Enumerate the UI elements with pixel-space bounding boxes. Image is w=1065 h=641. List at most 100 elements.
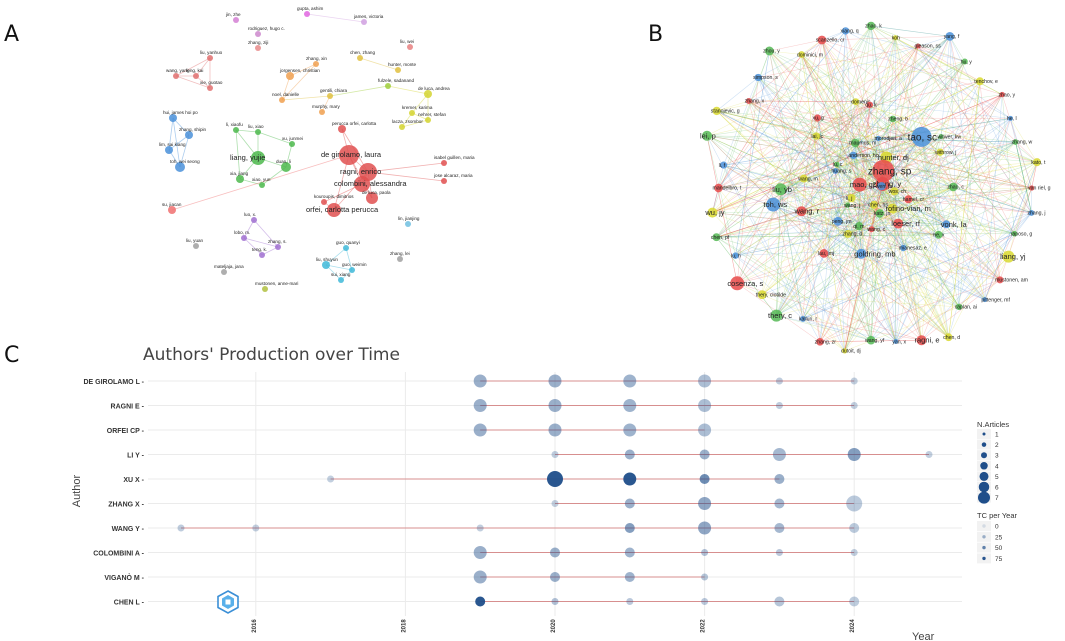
network-b-edge (837, 199, 909, 222)
network-b-edge (712, 212, 939, 236)
x-tick-label: 2016 (252, 619, 258, 633)
network-b-edge (706, 135, 738, 284)
network-b-edge (847, 205, 862, 254)
network-b-label: yan, x (892, 339, 906, 345)
network-b-edge (948, 81, 981, 338)
network-b-node (1002, 250, 1015, 263)
network-a-edge (359, 57, 399, 71)
network-a-edge (243, 219, 255, 239)
network-b-edge (837, 101, 857, 222)
network-b-label: wen, jh (876, 184, 893, 190)
network-a-label: li, xiaofu (226, 122, 243, 127)
network-a-node (255, 45, 261, 51)
network-a-label: jose alcaraz, maria (433, 173, 473, 178)
network-b-edge (855, 101, 893, 209)
network-b-edge (984, 162, 1038, 300)
network-b-node (849, 151, 857, 159)
network-a-edge (168, 117, 174, 151)
network-b-edge (1031, 162, 1038, 189)
network-b-edge (803, 178, 1015, 234)
network-b-edge (716, 110, 1032, 189)
network-b-edge (847, 118, 894, 206)
network-b-edge (801, 37, 896, 212)
network-b-edge (861, 253, 985, 300)
network-b-edge (706, 135, 949, 338)
network-b-edge (748, 100, 848, 206)
network-b-edge (780, 189, 860, 227)
network-b-edge (712, 81, 981, 213)
network-b-edge (801, 118, 893, 212)
network-b-node (887, 203, 898, 214)
network-b-edge (851, 136, 942, 199)
chart-title: Authors' Production over Time (143, 345, 400, 365)
network-b-edge (737, 204, 848, 284)
network-b-edge (883, 141, 1016, 172)
network-b-edge (773, 94, 1003, 205)
network-b-edge (801, 54, 872, 341)
network-b-edge (716, 224, 947, 238)
network-a-node (313, 61, 319, 67)
network-b-node (730, 276, 745, 291)
network-b-edge (948, 162, 1038, 338)
chart-logo-icon (216, 590, 240, 614)
network-b-edge (761, 294, 872, 341)
network-b-node (712, 233, 721, 242)
network-b-edge (859, 184, 899, 224)
network-b-edge (716, 110, 879, 139)
network-b-edge (773, 204, 860, 227)
network-a-edge (281, 75, 291, 101)
network-b-edge (718, 157, 887, 189)
network-b-label: hamel, cr (903, 197, 925, 203)
network-b-edge (776, 118, 894, 316)
network-b-edge (858, 81, 981, 227)
network-b-edge (878, 138, 1016, 143)
production-point (623, 423, 637, 437)
network-b-edge (736, 25, 872, 284)
network-b-edge (859, 37, 896, 185)
network-b-label: lai, jc (811, 134, 823, 140)
network-b-node (904, 195, 913, 204)
network-b-edge (816, 135, 838, 165)
network-b-edge (761, 185, 882, 295)
network-b-edge (723, 164, 802, 212)
network-b-label: lei, p (700, 131, 716, 140)
network-b-edge (851, 61, 966, 199)
network-b-label: mandelbro, t (713, 186, 742, 192)
network-b-edge (895, 37, 1032, 189)
network-a-node (233, 127, 239, 133)
network-b-edge (706, 135, 804, 179)
network-b-edge (773, 138, 879, 205)
network-b-edge (859, 184, 949, 338)
network-b-node (816, 337, 824, 346)
y-tick-label: ZHANG X - (108, 502, 144, 509)
network-b-edge (855, 101, 1038, 163)
network-b-edge (712, 25, 872, 213)
network-a-node (193, 243, 199, 249)
network-b-edge (802, 318, 922, 341)
network-b-edge (757, 77, 862, 254)
network-b-label: mao, gp (850, 180, 877, 189)
network-b-edge (776, 315, 872, 341)
network-b-edge (870, 25, 879, 139)
production-point (775, 377, 783, 385)
network-b-edge (883, 170, 1001, 281)
network-b-edge (816, 36, 950, 137)
production-point (624, 572, 635, 582)
network-b-edge (716, 110, 836, 172)
network-a-label: luo, x. (244, 212, 256, 217)
network-b-node (982, 297, 988, 303)
production-point (551, 500, 559, 507)
network-b-node (852, 177, 867, 192)
production-point (550, 547, 560, 558)
network-b-node (834, 161, 840, 168)
network-b-edge (748, 77, 759, 102)
network-b-edge (953, 94, 1003, 188)
network-b-edge (861, 94, 1003, 254)
network-b-node (732, 252, 739, 259)
network-b-edge (917, 45, 1032, 214)
network-a-label: liang, yujie (230, 153, 265, 162)
production-point (847, 448, 861, 461)
network-b-label: wu, jy (704, 208, 724, 217)
network-b-edge (870, 25, 1001, 281)
network-b-node (796, 206, 807, 217)
